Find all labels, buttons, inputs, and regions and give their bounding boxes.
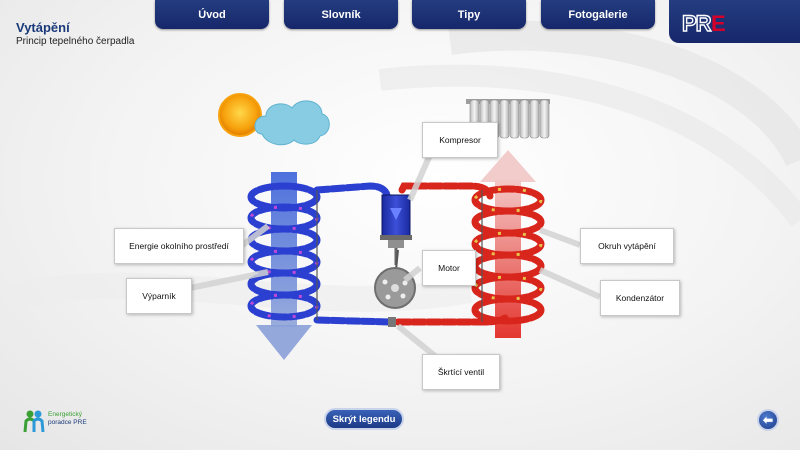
label-energie-okolniho-prostredi: Energie okolního prostředí [114,228,244,264]
cold-flow-arrow [256,172,312,360]
pre-logo-icon: PR E [681,10,726,36]
svg-text:E: E [711,11,725,36]
hide-legend-button[interactable]: Skrýt legendu [324,408,404,430]
tab-uvod[interactable]: Úvod [155,0,269,29]
label-motor: Motor [422,250,476,286]
condenser-coil [471,185,545,325]
sun-icon [218,93,262,137]
page-title: Vytápění [16,20,70,35]
back-button[interactable]: ⬅ [757,409,779,431]
compressor-icon [380,194,412,265]
throttle-valve-icon [388,317,396,327]
tab-tipy[interactable]: Tipy [412,0,526,29]
cloud-icon [254,100,330,146]
svg-text:PR: PR [682,11,712,36]
brand-line2: poradce PRE [48,419,87,426]
label-vyparnik: Výparník [126,278,192,314]
callout-leaders [189,153,602,363]
brand-line1: Energetický [48,411,82,418]
page-subtitle: Princip tepelného čerpadla [16,36,135,47]
people-icon [23,410,45,433]
arrow-left-icon: ⬅ [762,413,774,427]
hot-flow-arrow [480,150,536,338]
tab-fotogalerie[interactable]: Fotogalerie [541,0,655,29]
label-skrtici-ventil: Škrtící ventil [422,354,500,390]
evaporator-coil [247,182,321,321]
label-kondenzator: Kondenzátor [600,280,680,316]
label-okruh-vytapeni: Okruh vytápění [580,228,674,264]
label-kompresor: Kompresor [422,122,498,158]
tab-slovnik[interactable]: Slovník [284,0,398,29]
pre-logo[interactable]: PR E [669,0,800,43]
